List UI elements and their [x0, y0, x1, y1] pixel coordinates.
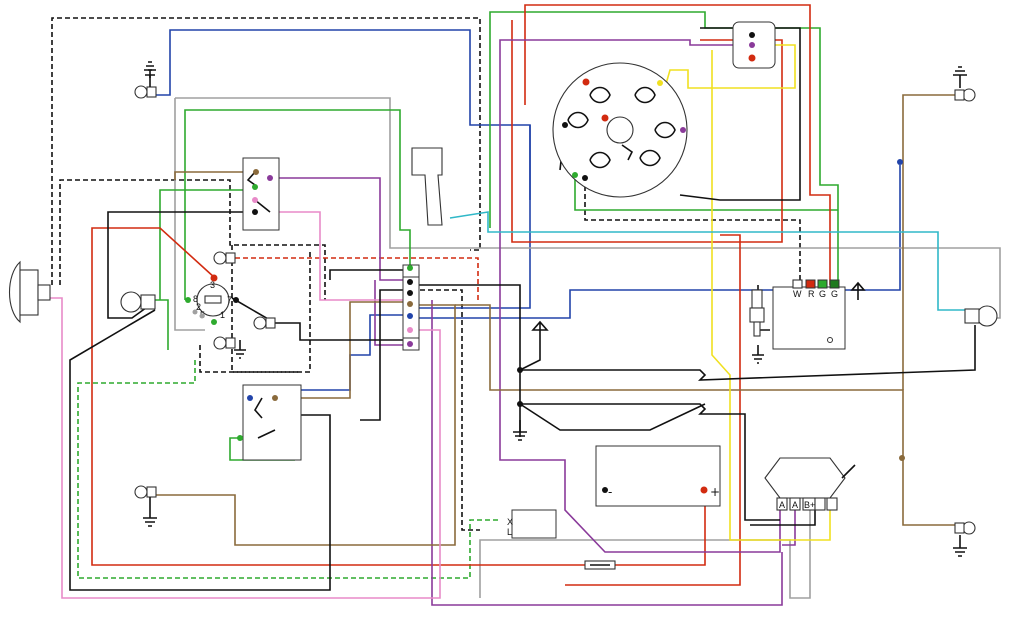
- headlamp-icon: [9, 260, 51, 324]
- wire-purple-cdi: [782, 510, 796, 546]
- wires: [50, 4, 1001, 606]
- regulator-terminal-label: W: [793, 289, 802, 299]
- wire-brown-5: [902, 94, 955, 390]
- bulb-icon: [213, 336, 236, 350]
- fuse-icon: [584, 560, 616, 570]
- wire-grey-3: [479, 510, 811, 599]
- switch-contact: [254, 397, 263, 419]
- ground-icon: [513, 420, 527, 441]
- wire-black-bus-1: [520, 325, 976, 381]
- wire-pink-1: [255, 211, 410, 301]
- wire-black-dashed-top: [51, 17, 481, 285]
- ignition-position-label: 3: [210, 280, 215, 290]
- wire-green-dashed: [77, 360, 500, 579]
- cdi-terminal-label: A: [779, 500, 785, 510]
- wire-purple-top: [499, 39, 760, 180]
- ignition-position-label: 1: [220, 310, 225, 320]
- wire-black-6: [360, 289, 405, 421]
- ground-icon: [953, 66, 967, 88]
- battery: - +: [595, 445, 721, 507]
- switch-contact: [254, 199, 271, 213]
- wire-brown-2: [275, 301, 410, 399]
- cdi-terminal-label: A: [792, 500, 798, 510]
- wire-green-stator-2: [574, 175, 838, 211]
- wire-red-battery: [615, 490, 706, 566]
- wire-green-1: [184, 109, 411, 300]
- bulb-icon: [120, 291, 156, 313]
- junction-block: [402, 264, 420, 351]
- bulb-icon: [954, 88, 976, 102]
- wire-black-dashed-mid: [231, 245, 311, 373]
- bulb-icon: [954, 521, 976, 535]
- wire-red-left: [91, 227, 585, 566]
- wire-yellow-2: [711, 50, 831, 541]
- wire-pink-2: [50, 297, 441, 599]
- bulb-icon: [964, 305, 998, 327]
- wire-black-3: [231, 297, 405, 341]
- wire-cyan: [449, 211, 975, 311]
- wire-black-dashed-box: [199, 345, 300, 373]
- wire-black-dashed-right: [420, 289, 480, 531]
- ignition-position-label: 2: [196, 302, 201, 312]
- horn-icon: [411, 147, 443, 226]
- wire-yellow-1: [659, 44, 796, 106]
- ignition-position-label: 8: [193, 294, 198, 304]
- wire-black-1: [107, 211, 260, 319]
- ground-icon: [850, 281, 866, 300]
- wire-brown-1: [174, 171, 255, 180]
- wire-purple-mid: [270, 177, 410, 281]
- regulator: W R G G: [772, 279, 846, 350]
- relay-terminal-label: X: [507, 517, 513, 527]
- wire-purple-main: [499, 180, 781, 553]
- stator-coil-icon: [552, 62, 688, 198]
- ignition-position-label: 7: [227, 295, 232, 305]
- ignition-switch: 3 8 2 5 7 1: [193, 280, 232, 320]
- ground-icon: [531, 320, 549, 331]
- connection-dots: [185, 32, 905, 494]
- wire-brown-4: [455, 304, 955, 526]
- ground-icon: [144, 61, 156, 78]
- cdi-unit: A A B+: [764, 457, 856, 511]
- wire-black-dashed-stator: [584, 178, 801, 285]
- ground-icon: [234, 340, 246, 359]
- switch-contact: [257, 429, 276, 439]
- wire-black-bus-3: [519, 403, 706, 431]
- bulb-icon: [134, 69, 157, 99]
- switch-contact: [246, 171, 256, 186]
- ground-icon: [143, 512, 157, 527]
- spark-plug-icon: [749, 289, 765, 337]
- ground-icon: [752, 345, 764, 364]
- wire-green-3: [150, 299, 169, 350]
- cdi-terminal-label: B+: [804, 500, 815, 510]
- ground-icon: [953, 535, 967, 557]
- regulator-terminal-label: R: [808, 289, 815, 299]
- wire-black-cdi: [750, 510, 816, 526]
- wire-red-top: [524, 4, 831, 285]
- bulb-icon: [134, 485, 157, 512]
- regulator-terminal-label: G: [819, 289, 826, 299]
- battery-plus-label: +: [710, 485, 720, 499]
- wire-brown-3: [148, 304, 456, 546]
- relay-terminal-label: L: [507, 527, 512, 537]
- regulator-terminal-label: G: [831, 289, 838, 299]
- wire-black-5: [329, 269, 405, 280]
- relay: X L: [507, 509, 557, 539]
- switch-box-top: [242, 157, 280, 231]
- battery-minus-label: -: [608, 485, 612, 499]
- wire-purple-bottom: [431, 300, 783, 606]
- wire-black-dashed-left: [59, 179, 326, 300]
- wire-red-ignition: [565, 234, 741, 586]
- wire-blue-top: [150, 29, 531, 309]
- wire-black-2: [69, 309, 331, 591]
- wire-red-dashed: [235, 257, 479, 300]
- wire-black-4: [410, 284, 521, 437]
- bulb-icon: [213, 251, 236, 265]
- wire-black-bus-2: [520, 403, 780, 521]
- bulb-icon: [253, 316, 276, 330]
- wire-black-ground-main: [519, 330, 541, 371]
